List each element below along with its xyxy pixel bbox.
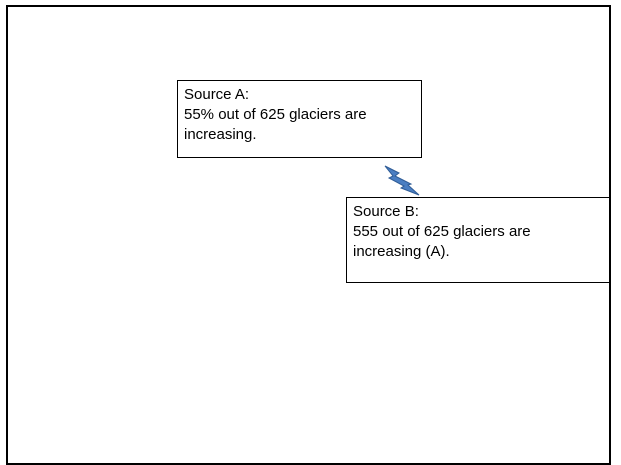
source-a-text-line-1: 55% out of 625 glaciers are xyxy=(184,106,367,123)
lightning-bolt-icon xyxy=(384,165,420,196)
source-a-text-line-2: increasing. xyxy=(184,126,257,143)
source-b-callout: Source B: 555 out of 625 glaciers are in… xyxy=(346,197,610,283)
source-a-heading: Source A: xyxy=(184,86,250,103)
source-a-callout: Source A: 55% out of 625 glaciers are in… xyxy=(177,80,422,158)
source-b-heading: Source B: xyxy=(353,203,419,220)
source-b-text-line-2: increasing (A). xyxy=(353,243,450,260)
source-b-text-line-1: 555 out of 625 glaciers are xyxy=(353,223,531,240)
